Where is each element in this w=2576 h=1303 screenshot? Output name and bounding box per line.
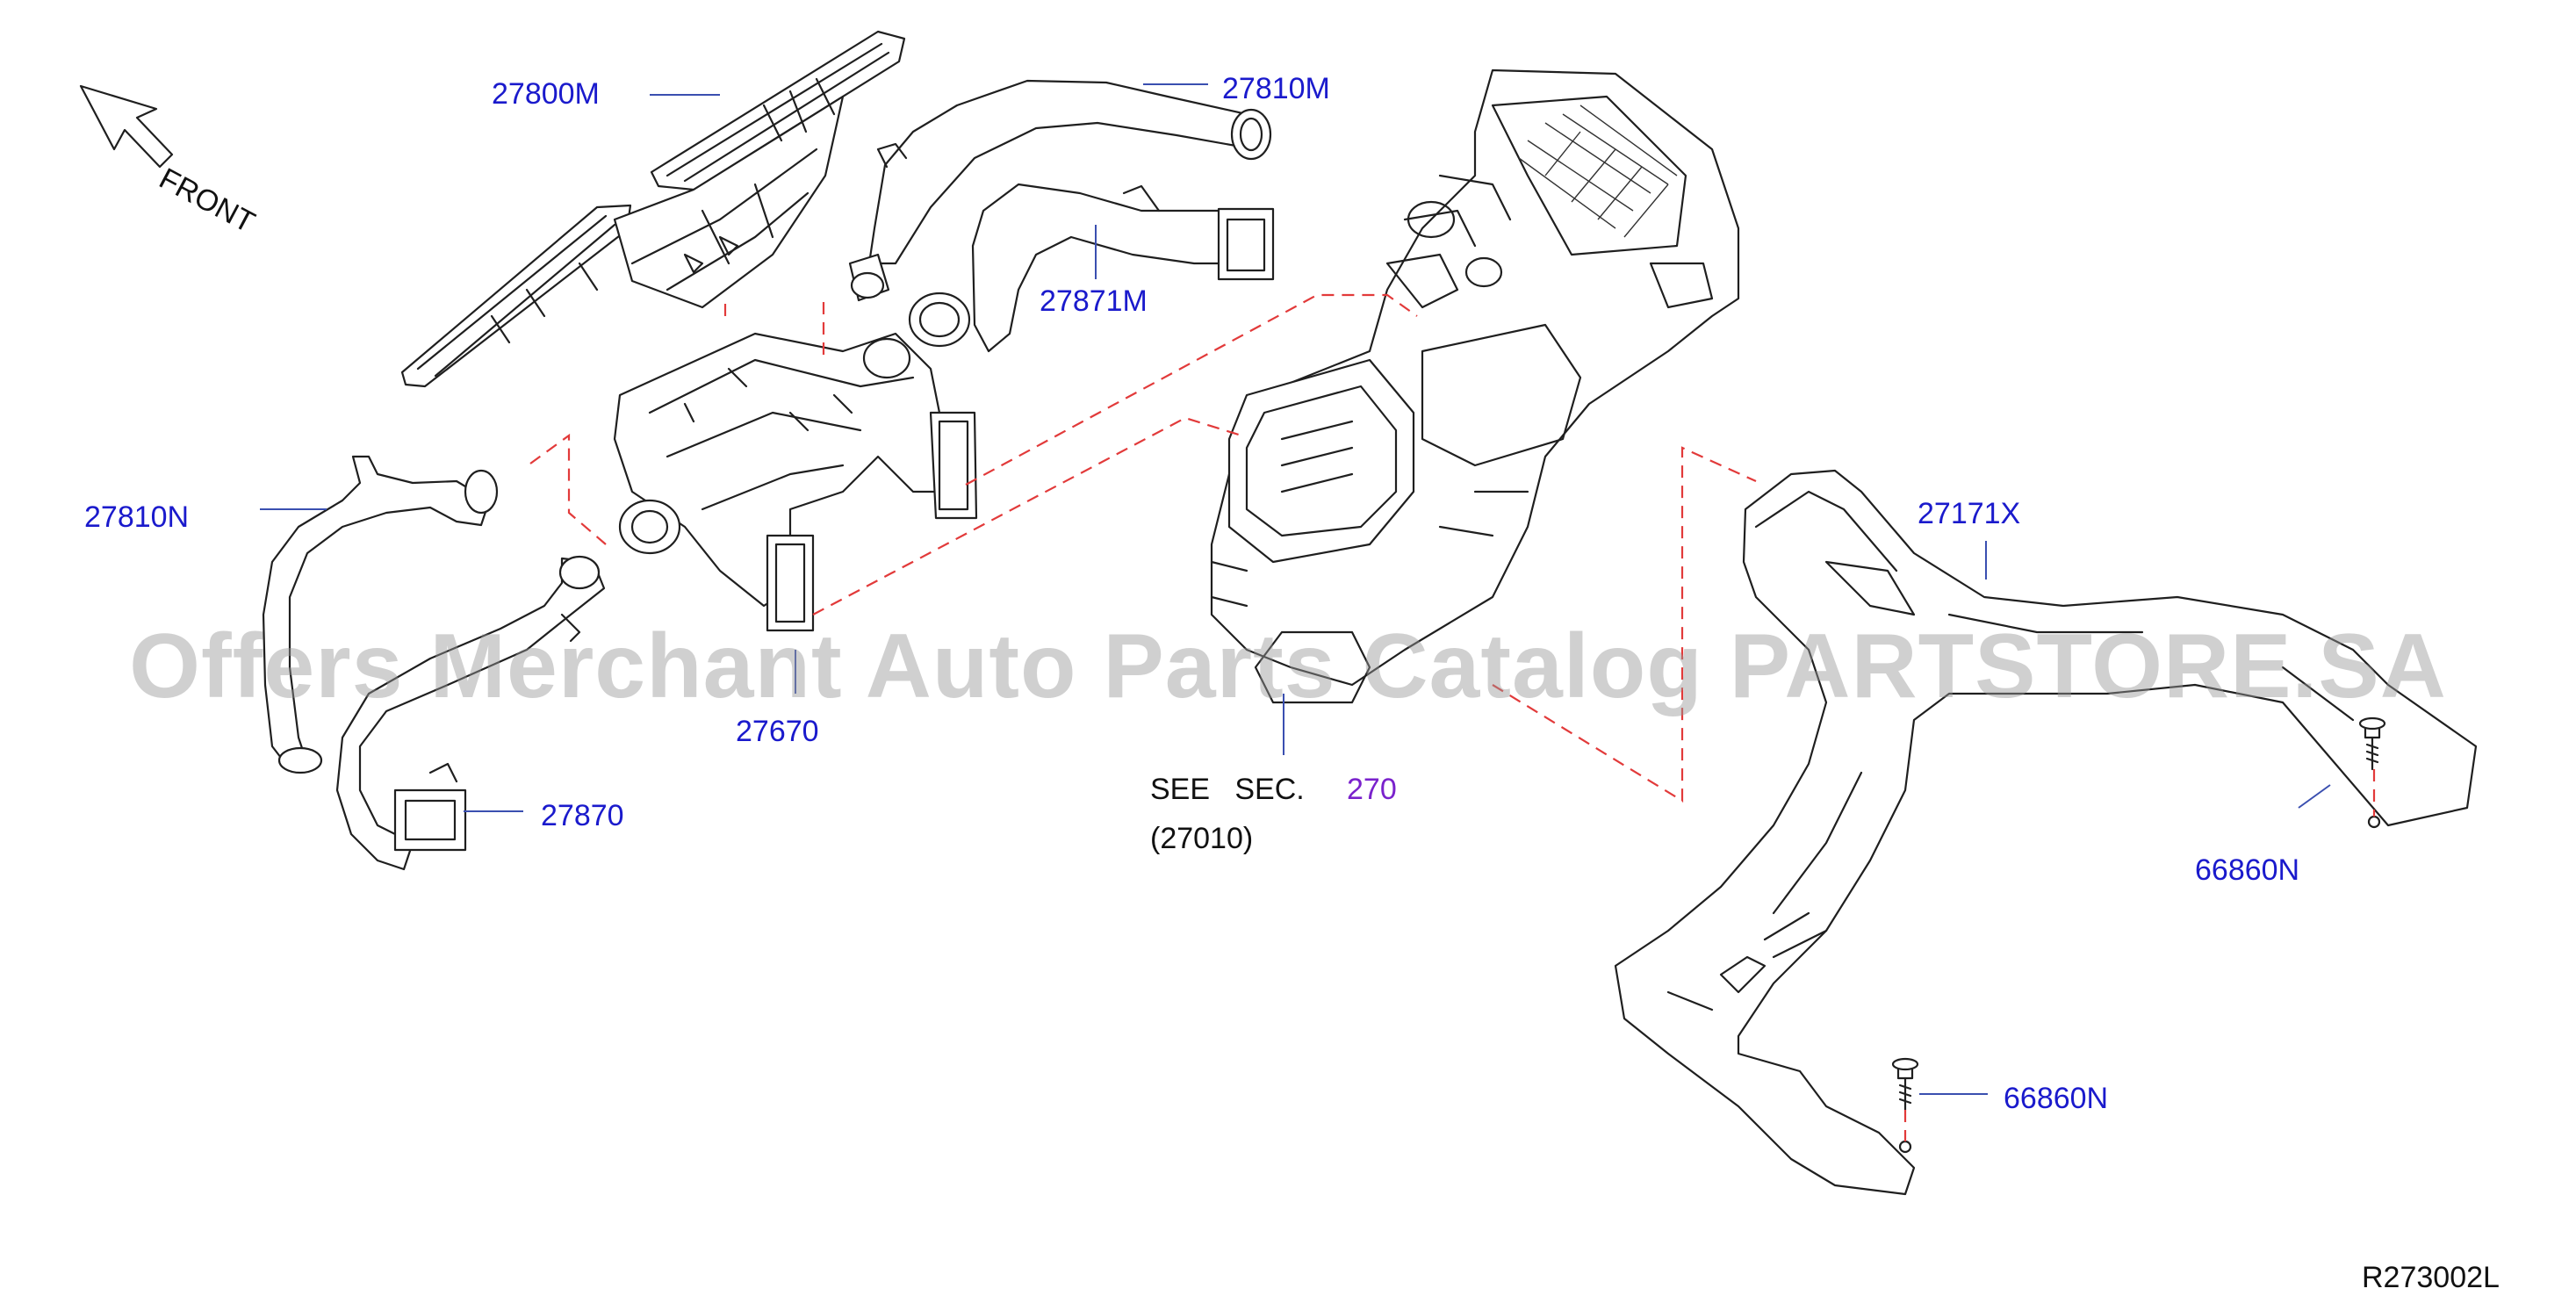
duct-27870 bbox=[335, 555, 606, 871]
defroster-nozzle-27800m bbox=[400, 30, 906, 388]
front-arrow-icon bbox=[79, 84, 174, 169]
part-label-27810m[interactable]: 27810M bbox=[1222, 72, 1330, 105]
part-label-27670[interactable]: 27670 bbox=[736, 715, 819, 748]
duct-27810n bbox=[262, 455, 499, 774]
screw-upper-icon bbox=[2358, 716, 2386, 829]
floor-duct-27171x bbox=[1614, 469, 2478, 1196]
part-label-66860n-upper[interactable]: 66860N bbox=[2195, 853, 2300, 887]
diagram-code: R273002L bbox=[2362, 1261, 2500, 1294]
hvac-unit-27010 bbox=[1210, 68, 1740, 704]
screw-lower-icon bbox=[1891, 1057, 1919, 1154]
leader-lines bbox=[260, 83, 2331, 1095]
part-label-27870[interactable]: 27870 bbox=[541, 799, 624, 832]
part-label-27171x[interactable]: 27171X bbox=[1918, 497, 2021, 530]
part-label-27800m[interactable]: 27800M bbox=[492, 77, 600, 111]
section-link-270[interactable]: 270 bbox=[1347, 773, 1397, 806]
subsection-label: (27010) bbox=[1150, 822, 1254, 855]
part-label-27871m[interactable]: 27871M bbox=[1040, 284, 1148, 318]
duct-27871m bbox=[908, 183, 1275, 353]
duct-27810m bbox=[848, 79, 1272, 302]
see-sec-label: SEE SEC. bbox=[1150, 773, 1305, 806]
alignment-dash-lines bbox=[529, 293, 2376, 1141]
part-label-27810n[interactable]: 27810N bbox=[84, 500, 190, 534]
part-label-66860n-lower[interactable]: 66860N bbox=[2004, 1082, 2109, 1115]
center-duct-27670 bbox=[613, 332, 978, 632]
